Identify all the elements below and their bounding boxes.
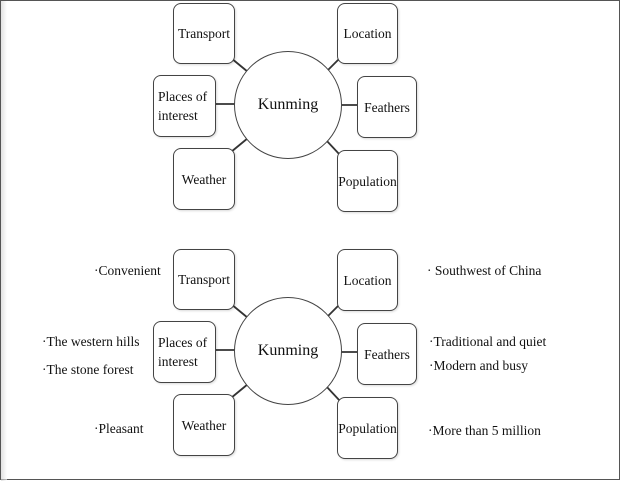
node-label: Weather [181, 417, 227, 433]
node-label: Transport [177, 272, 230, 287]
center-label: Kunming [257, 96, 319, 113]
connector-transport [230, 303, 249, 319]
node-label-line1: Places of [158, 335, 208, 350]
node-weather: Weather [173, 394, 235, 456]
node-label: Feathers [364, 99, 410, 115]
connector-weather [230, 383, 249, 399]
connector-transport [230, 57, 249, 73]
node-features: Feathers [357, 76, 417, 138]
node-transport: Transport [173, 3, 235, 64]
node-places-of-interest: Places of interest [153, 321, 216, 383]
note-location: · Southwest of China [427, 263, 542, 278]
node-label: Transport [177, 26, 230, 41]
note-population: ·More than 5 million [428, 423, 541, 438]
node-label: Weather [181, 171, 227, 187]
center-circle: Kunming [234, 297, 342, 405]
node-label: Location [343, 272, 392, 288]
center-circle: Kunming [234, 51, 342, 159]
note-features-1: ·Traditional and quiet [429, 334, 547, 349]
node-weather: Weather [173, 148, 235, 210]
note-places-1: ·The western hills [42, 334, 140, 349]
note-features-2: ·Modern and busy [429, 358, 528, 373]
node-population: Population [337, 397, 398, 459]
node-label-line2: interest [158, 354, 198, 369]
node-label-line2: interest [158, 108, 198, 123]
node-label: Population [338, 173, 397, 189]
node-places-of-interest: Places of interest [153, 75, 216, 137]
node-label: Population [338, 420, 397, 436]
node-population: Population [337, 150, 398, 212]
node-label: Location [343, 26, 392, 41]
node-features: Feathers [357, 323, 417, 385]
note-transport: ·Convenient [94, 263, 161, 278]
connector-population [325, 385, 341, 402]
note-weather: ·Pleasant [94, 421, 144, 436]
note-places-2: ·The stone forest [42, 362, 134, 377]
node-location: Location [337, 3, 398, 64]
node-label: Feathers [364, 346, 410, 362]
node-location: Location [337, 249, 398, 311]
node-label-line1: Places of [158, 89, 208, 104]
connector-weather [230, 137, 249, 153]
node-transport: Transport [173, 249, 235, 310]
center-label: Kunming [257, 342, 319, 359]
